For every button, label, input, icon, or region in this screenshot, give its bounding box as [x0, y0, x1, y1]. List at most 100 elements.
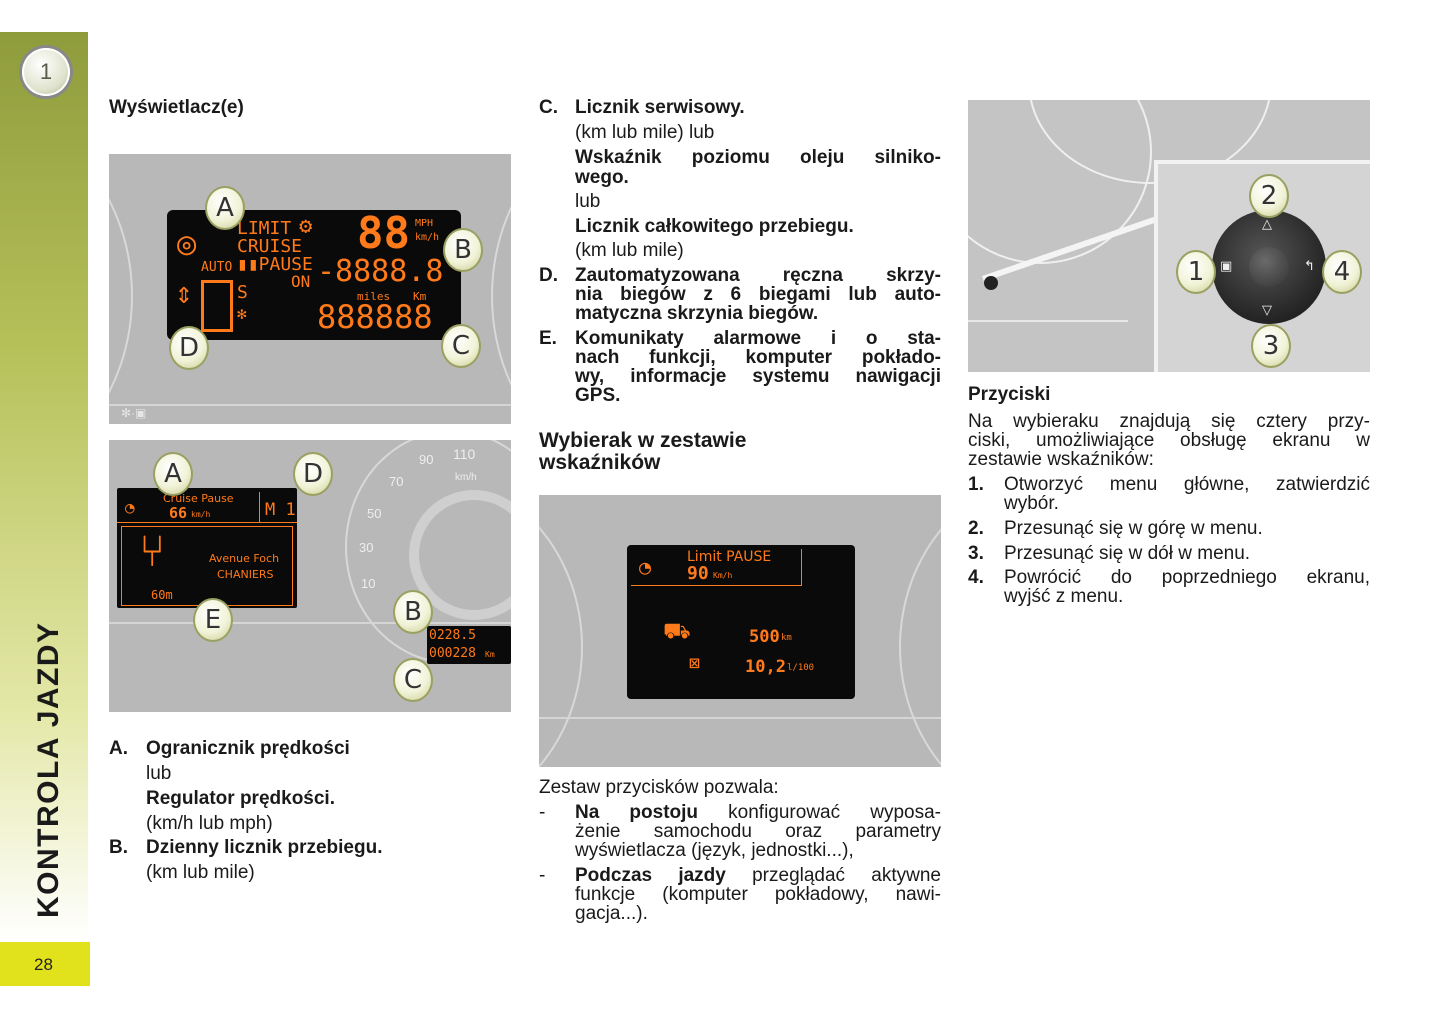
list-title-oil: Wskaźnik poziomu oleju silniko-: [575, 147, 941, 168]
list-title-a: Ogranicznik prędkości: [146, 738, 350, 759]
odometer-digits: 888888: [317, 298, 433, 336]
light-icon: ✻·▣: [121, 406, 147, 420]
list-title-d-line2: nia biegów z 6 biegami lub auto-: [575, 284, 941, 305]
list-title-e-line2: nach funkcji, komputer pokłado-: [575, 347, 941, 368]
item-1-line1: Otworzyć menu główne, zatwierdzić: [1004, 474, 1370, 495]
trip-counter: 0228.5: [429, 628, 476, 643]
list-letter-b: B.: [109, 837, 128, 858]
buttons-intro-line3: zestawie wskaźników:: [968, 449, 1154, 470]
tick-90: 90: [419, 452, 434, 467]
callout-a: A: [153, 452, 193, 496]
button-callout-1: 1: [1176, 250, 1216, 294]
list-title-d-line1: Zautomatyzowana ręczna skrzy-: [575, 265, 941, 286]
callout-d: D: [169, 326, 209, 370]
down-arrow-icon: ▽: [1262, 302, 1272, 317]
bullet-1-text: konfigurować wyposa-: [698, 802, 941, 823]
selector-center-button: [1249, 247, 1289, 287]
speed-limiter-icon: ◎: [177, 224, 197, 262]
list-text: lub: [146, 763, 172, 784]
odometer-screen: 0228.5 000228 Km: [427, 626, 511, 664]
display-figure-1: ✻·▣ ◎ LIMIT CRUISE AUTO ▮▮PAUSE ON ⚙ 88 …: [109, 154, 511, 424]
list-title-oil-cont: wego.: [575, 167, 629, 188]
callout-a: A: [205, 186, 245, 230]
item-4-line1: Powrócić do poprzedniego ekranu,: [1004, 567, 1370, 588]
list-text: (km/h lub mph): [146, 813, 273, 834]
gear-mode-s: S: [237, 282, 248, 303]
service-wrench-icon: ⚙: [299, 214, 313, 239]
miles-unit: miles: [357, 290, 391, 303]
selector-figure: △ ▽ ▣ ↰ 2 1 4 3: [968, 100, 1370, 372]
item-number-1: 1.: [968, 474, 984, 495]
list-letter-a: A.: [109, 738, 128, 759]
consumption-unit: l/100: [787, 663, 815, 673]
km-unit: Km: [413, 290, 427, 303]
list-text: (km lub mile): [146, 862, 255, 883]
tick-70: 70: [389, 474, 404, 489]
total-counter-unit: Km: [485, 650, 495, 659]
item-number-3: 3.: [968, 543, 984, 564]
callout-c: C: [441, 324, 481, 368]
up-arrow-icon: △: [1262, 216, 1272, 231]
range-value: 500: [749, 627, 780, 647]
section-heading-displays: Wyświetlacz(e): [109, 97, 244, 118]
nav-city: CHANIERS: [217, 568, 274, 581]
section-heading-selector-b: wskaźników: [539, 451, 661, 474]
button-callout-4: 4: [1322, 250, 1362, 294]
cruise-speed: 66: [169, 504, 188, 522]
item-3-line1: Przesunąć się w dół w menu.: [1004, 543, 1251, 564]
bullet-dash: -: [539, 802, 546, 823]
limit-label: LIMIT: [237, 218, 292, 239]
list-title-d-line3: matyczna skrzynia biegów.: [575, 303, 819, 324]
list-title-regulator: Regulator prędkości.: [146, 788, 335, 809]
fuel-consumption-icon: ⊠: [689, 653, 700, 674]
list-letter-d: D.: [539, 265, 558, 286]
callout-d: D: [293, 452, 333, 496]
chapter-sidebar: [0, 32, 88, 942]
item-1-line2: wybór.: [1004, 493, 1059, 514]
item-4-line2: wyjść z menu.: [1004, 586, 1124, 607]
limiter-icon: ◔: [125, 498, 135, 517]
selector-intro: Zestaw przycisków pozwala:: [539, 777, 779, 798]
nav-street: Avenue Foch: [209, 552, 280, 565]
list-title-c: Licznik serwisowy.: [575, 97, 745, 118]
menu-icon: ▣: [1220, 258, 1233, 273]
item-2-line1: Przesunąć się w górę w menu.: [1004, 518, 1263, 539]
limit-speed: 90: [687, 563, 709, 584]
mph-unit: MPH: [415, 218, 434, 229]
tick-10: 10: [361, 576, 376, 591]
callout-c: C: [393, 658, 433, 702]
tick-110: 110: [453, 446, 476, 462]
chapter-badge: 1: [22, 48, 70, 96]
item-number-4: 4.: [968, 567, 984, 588]
page-number-box: 28: [0, 942, 90, 986]
list-text: lub: [575, 191, 601, 212]
speed-digits: 88: [357, 208, 410, 259]
bullet-2-line2: funkcje (komputer pokładowy, nawi-: [575, 884, 941, 905]
bullet-2-line1: Podczas jazdy przeglądać aktywne: [575, 866, 941, 886]
bullet-dash: -: [539, 865, 546, 886]
callout-b: B: [443, 228, 483, 272]
list-title-e-line1: Komunikaty alarmowe i o sta-: [575, 328, 941, 349]
list-letter-c: C.: [539, 97, 558, 118]
bullet-1-line3: wyświetlacza (język, jednostki...),: [575, 840, 854, 861]
bullet-2-line3: gacja...).: [575, 903, 648, 924]
gear-indicator: M 1: [265, 500, 296, 520]
buttons-intro-line1: Na wybieraku znajdują się cztery przy-: [968, 411, 1370, 432]
total-counter: 000228: [429, 646, 476, 661]
limit-speed-unit: Km/h: [713, 571, 733, 580]
gauge-unit: km/h: [455, 472, 477, 483]
list-text: (km lub mile) lub: [575, 122, 715, 143]
matrix-screen: Cruise Pause ◔ 66 km/h M 1 ⑂ Avenue Foch…: [117, 488, 297, 608]
chapter-number: 1: [39, 59, 53, 84]
selector-zoom-panel: △ ▽ ▣ ↰ 2 1 4 3: [1154, 160, 1370, 372]
buttons-heading: Przyciski: [968, 384, 1051, 405]
on-label: ON: [291, 272, 311, 291]
list-text: (km lub mile): [575, 240, 684, 261]
trip-digits: -8888.8: [317, 254, 444, 289]
list-title-odometer: Licznik całkowitego przebiegu.: [575, 216, 854, 237]
range-unit: km: [781, 633, 792, 643]
bullet-1-line1: Na postoju konfigurować wyposa-: [575, 803, 941, 823]
display-figure-2: 110 90 70 50 30 10 km/h Cruise Pause ◔ 6…: [109, 440, 511, 712]
cruise-speed-unit: km/h: [191, 510, 211, 519]
callout-b: B: [393, 590, 433, 634]
